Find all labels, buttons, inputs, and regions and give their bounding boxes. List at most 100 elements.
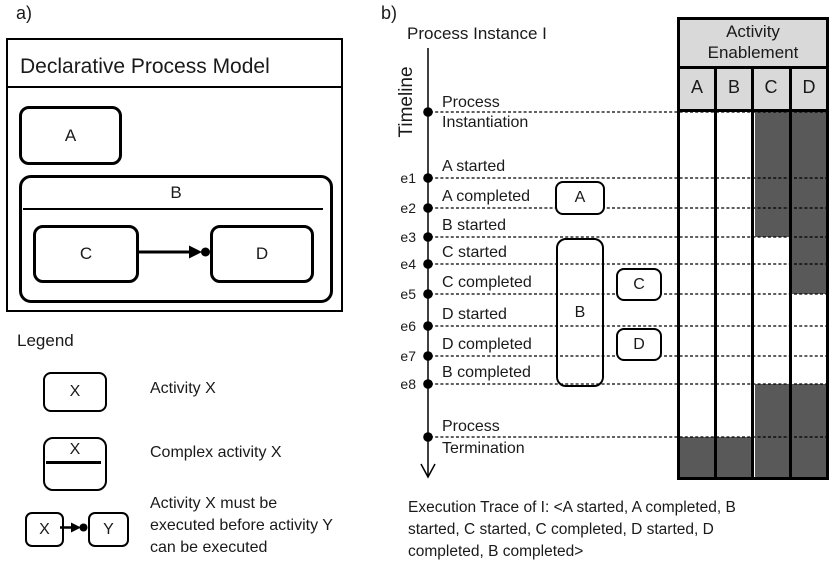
complex-activity-b-node: B [19,175,333,303]
enablement-grid [680,112,826,480]
activity-a-node: A [19,106,122,165]
event-id-e2: e2 [400,200,416,216]
enablement-cell-D-e3-e4 [791,237,826,264]
event-dot-icon [423,321,433,331]
enablement-cell-B-e2-e3 [717,208,752,237]
enablement-cell-D-e7-e8 [791,356,826,384]
instantiation-line1: Process [442,94,500,111]
enablement-cell-A-after-termination [680,437,715,480]
enablement-cell-C-e8-termination [754,384,789,437]
legend-precedence-from-label: X [39,520,50,538]
event-dot-icon [423,203,433,213]
enablement-cell-A-e7-e8 [680,356,715,384]
legend-precedence-dot-icon [79,523,88,532]
occurrence-box-a: A [555,181,605,215]
enablement-cell-B-e3-e4 [717,237,752,264]
enablement-cell-B-e1-e2 [717,178,752,208]
termination-line1: Process [442,418,500,435]
event-dot-icon [423,232,433,242]
event-id-e8: e8 [400,376,416,392]
legend-complex-symbol-label: X [69,441,81,458]
enablement-cell-D-e4-e5 [791,264,826,294]
enablement-cell-D-e1-e2 [791,178,826,208]
event-id-e5: e5 [400,286,416,302]
occurrence-box-d: D [616,328,662,361]
enablement-cell-C-e1-e2 [754,178,789,208]
execution-trace: Execution Trace of I: <A started, A comp… [408,499,736,560]
enablement-cell-A-e8-termination [680,384,715,437]
enablement-cell-D-after-termination [791,437,826,480]
enablement-cell-B-e4-e5 [717,264,752,294]
panel-a-label: a) [16,3,33,23]
table-header-line2: Enablement [707,43,799,62]
legend-title: Legend [17,331,74,350]
enablement-cell-A-e2-e3 [680,208,715,237]
event-dot-icon [423,259,433,269]
model-title: Declarative Process Model [20,55,270,78]
enablement-cell-B-e5-e6 [717,294,752,326]
enablement-cell-C-e4-e5 [754,264,789,294]
table-vsep-1 [714,66,717,480]
timeline-arrowhead-icon [420,463,436,479]
legend-precedence-arrowhead-icon [71,522,81,533]
enablement-cell-C-e5-e6 [754,294,789,326]
process-instance-title: Process Instance I [407,24,547,43]
activity-d-node: D [210,225,314,283]
activity-c-node: C [33,225,139,283]
activity-d-label: D [255,244,269,263]
enablement-cell-C-e2-e3 [754,208,789,237]
event-label-e4: C started [442,244,507,261]
event-label-e6: D started [442,306,507,323]
legend-precedence-from: X [25,512,64,547]
model-title-divider [8,86,341,88]
table-header-line1: Activity [726,22,780,41]
enablement-cell-B-e8-termination [717,384,752,437]
legend-complex-text: Complex activity X [150,444,282,461]
enablement-cell-A-e3-e4 [680,237,715,264]
event-dot-icon [423,432,433,442]
enablement-cell-B-instantiation-e1 [717,112,752,178]
activity-a-label: A [64,125,77,145]
event-dot-icon [423,289,433,299]
enablement-cell-D-e6-e7 [791,326,826,356]
legend-complex-divider [46,461,101,464]
column-header-a: A [690,77,703,97]
enablement-cell-C-e6-e7 [754,326,789,356]
event-label-e3: B started [442,217,507,234]
legend-precedence-to: Y [88,512,129,547]
occurrence-box-b-label: B [574,303,586,321]
event-dot-icon [423,107,433,117]
legend-precedence-text: Activity X must be executed before activ… [150,495,333,556]
event-dot-icon [423,351,433,361]
event-label-e5: C completed [442,274,532,291]
timeline-axis-label: Timeline [396,66,417,138]
complex-activity-b-label: B [170,183,182,202]
legend-activity-text: Activity X [150,380,216,397]
enablement-cell-C-after-termination [754,437,789,480]
enablement-cell-A-e5-e6 [680,294,715,326]
enablement-cell-A-e1-e2 [680,178,715,208]
enablement-cell-B-after-termination [717,437,752,480]
event-label-e8: B completed [442,364,531,381]
occurrence-box-d-label: D [633,335,645,353]
enablement-cell-D-e8-termination [791,384,826,437]
enablement-cell-A-e6-e7 [680,326,715,356]
enablement-cell-B-e7-e8 [717,356,752,384]
event-id-e6: e6 [400,318,416,334]
enablement-cell-C-instantiation-e1 [754,112,789,178]
legend-complex-symbol: X [43,437,107,491]
table-vsep-3 [789,66,792,480]
activity-c-label: C [79,244,93,263]
occurrence-box-a-label: A [574,189,586,206]
enablement-cell-B-e6-e7 [717,326,752,356]
panel-b-label: b) [381,3,398,23]
column-header-c: C [764,77,778,97]
table-vsep-2 [751,66,754,480]
legend-activity-symbol-label: X [69,383,81,400]
occurrence-box-b: B [556,238,604,387]
enablement-cell-D-e2-e3 [791,208,826,237]
event-dot-icon [423,379,433,389]
legend-activity-symbol: X [43,372,107,412]
occurrence-box-c: C [616,268,662,301]
